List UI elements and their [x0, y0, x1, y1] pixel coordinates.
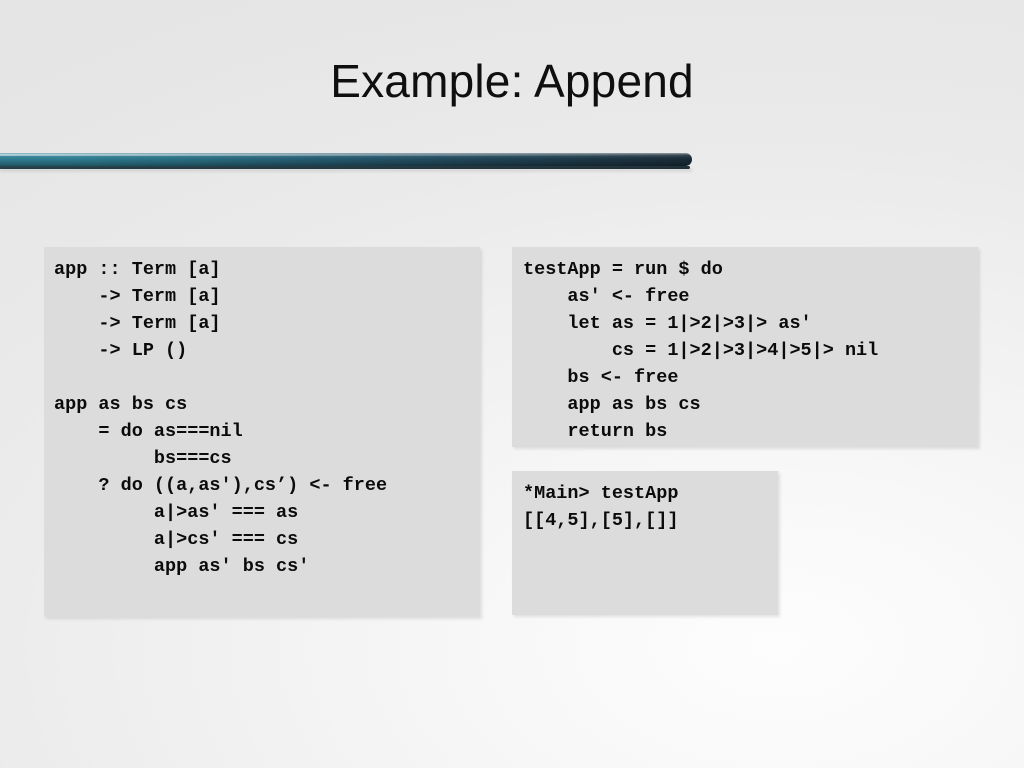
page-title: Example: Append — [330, 55, 694, 107]
repl-output-text: *Main> testApp [[4,5],[5],[]] — [523, 483, 679, 531]
repl-output-block: *Main> testApp [[4,5],[5],[]] — [512, 471, 778, 615]
title-divider — [0, 150, 694, 173]
title-area: Example: Append — [0, 56, 1024, 107]
divider-shadow-line — [0, 166, 690, 169]
testapp-code-text: testApp = run $ do as' <- free let as = … — [523, 259, 879, 442]
app-definition-code-text: app :: Term [a] -> Term [a] -> Term [a] … — [54, 259, 388, 577]
divider-highlight — [0, 154, 684, 156]
divider-bar — [0, 153, 692, 166]
divider-glow — [0, 169, 692, 173]
testapp-code-block: testApp = run $ do as' <- free let as = … — [512, 247, 978, 447]
app-definition-code-block: app :: Term [a] -> Term [a] -> Term [a] … — [44, 247, 480, 617]
